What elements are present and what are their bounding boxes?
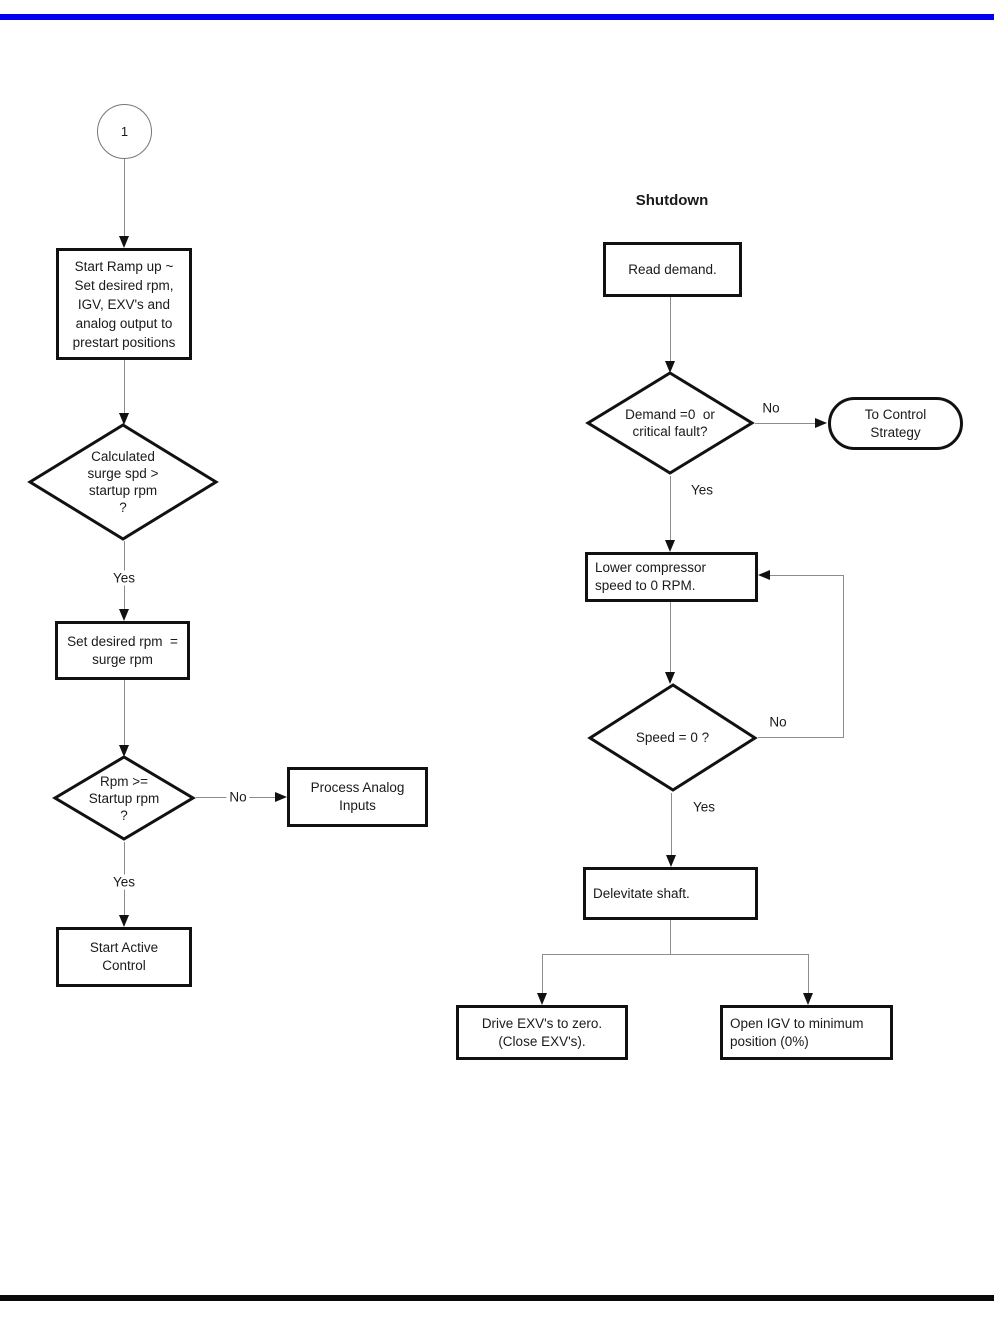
connector-line	[670, 602, 671, 673]
terminator-to-control-strategy: To Control Strategy	[828, 397, 963, 450]
top-rule	[0, 14, 994, 20]
connector-line	[670, 476, 671, 541]
bottom-rule	[0, 1295, 994, 1301]
connector-line	[755, 423, 817, 424]
decision-demand-check-shape	[585, 371, 755, 475]
decision-speed-check: Speed = 0 ?	[635, 730, 710, 745]
decision-rpm-check-shape	[52, 755, 196, 841]
label-speed-no: No	[766, 714, 790, 730]
connector-line	[843, 575, 844, 738]
arrow-down-icon	[119, 609, 129, 621]
arrow-down-icon	[665, 540, 675, 552]
arrow-down-icon	[119, 915, 129, 927]
shutdown-heading: Shutdown	[635, 192, 709, 209]
decision-speed-check-shape	[587, 683, 758, 792]
connector-line	[770, 575, 844, 576]
node-start-ramp-up: Start Ramp up ~ Set desired rpm, IGV, EX…	[56, 248, 192, 360]
connector-line	[124, 159, 125, 238]
arrow-down-icon	[803, 993, 813, 1005]
arrow-down-icon	[665, 361, 675, 373]
node-drive-exv-to-zero: Drive EXV's to zero. (Close EXV's).	[456, 1005, 628, 1060]
decision-rpm-check: Rpm >= Startup rpm ?	[88, 773, 160, 823]
label-surge-yes: Yes	[109, 570, 139, 586]
decision-surge-check-shape	[27, 423, 219, 541]
connector-line	[542, 954, 543, 994]
connector-line	[542, 954, 809, 955]
node-lower-compressor-speed: Lower compressor speed to 0 RPM.	[585, 552, 758, 602]
node-start-active-control: Start Active Control	[56, 927, 192, 987]
arrow-down-icon	[119, 413, 129, 425]
node-read-demand: Read demand.	[603, 242, 742, 297]
node-set-desired-rpm: Set desired rpm = surge rpm	[55, 621, 190, 680]
arrow-down-icon	[665, 672, 675, 684]
label-demand-yes: Yes	[687, 482, 717, 498]
arrow-down-icon	[119, 236, 129, 248]
arrow-down-icon	[119, 745, 129, 757]
arrow-left-icon	[758, 570, 770, 580]
label-speed-yes: Yes	[689, 799, 719, 815]
node-delevitate-shaft: Delevitate shaft.	[583, 867, 758, 920]
connector-line	[670, 297, 671, 363]
connector-line	[758, 737, 843, 738]
node-open-igv-minimum: Open IGV to minimum position (0%)	[720, 1005, 893, 1060]
label-rpm-yes: Yes	[109, 874, 139, 890]
connector-line	[671, 793, 672, 856]
node-process-analog-inputs: Process Analog Inputs	[287, 767, 428, 827]
decision-surge-check: Calculated surge spd > startup rpm ?	[87, 449, 159, 515]
decision-demand-check: Demand =0 or critical fault?	[625, 407, 715, 439]
connector-circle-1: 1	[97, 104, 152, 159]
arrow-right-icon	[275, 792, 287, 802]
connector-line	[808, 954, 809, 994]
arrow-right-icon	[815, 418, 827, 428]
arrow-down-icon	[537, 993, 547, 1005]
label-demand-no: No	[759, 400, 783, 416]
connector-circle-label: 1	[120, 124, 129, 139]
connector-line	[124, 680, 125, 746]
arrow-down-icon	[666, 855, 676, 867]
label-rpm-no: No	[226, 789, 250, 805]
connector-line	[124, 360, 125, 414]
connector-line	[670, 920, 671, 954]
